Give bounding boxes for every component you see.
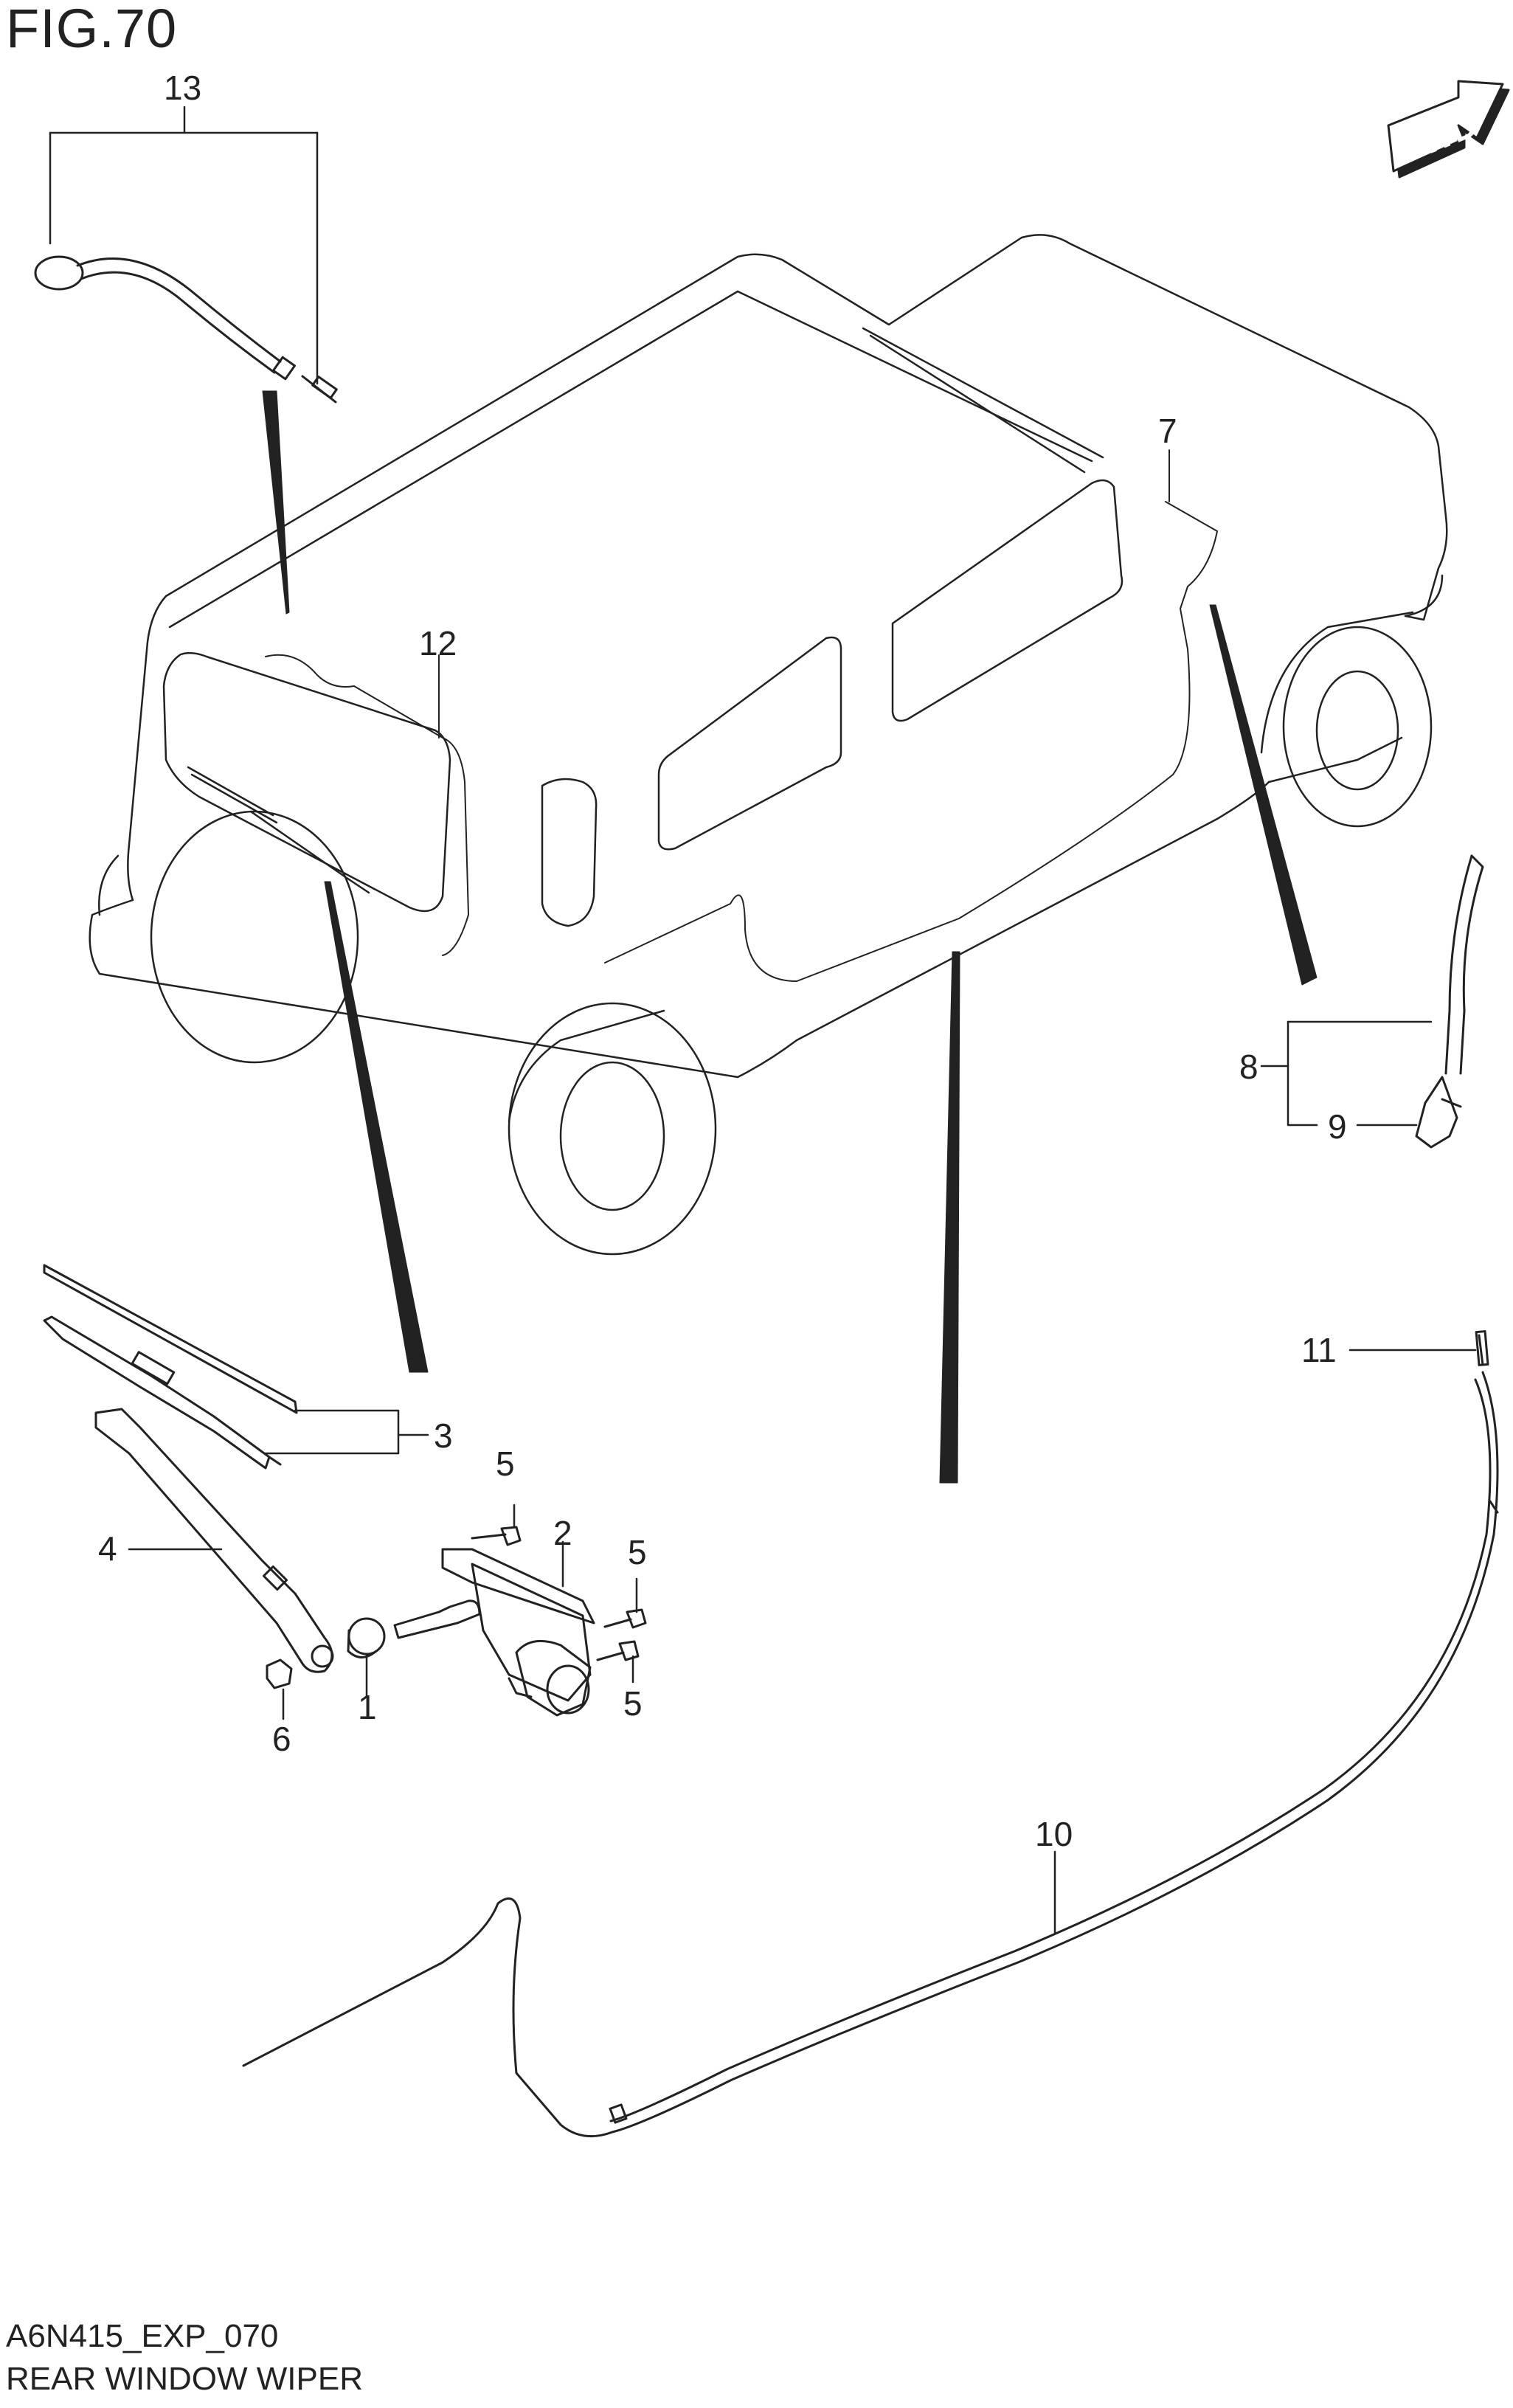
callout-3: 3	[434, 1416, 453, 1455]
cap-1	[347, 1617, 386, 1658]
callout-5-lower: 5	[623, 1684, 643, 1723]
pointer-wedges	[262, 390, 1318, 1484]
callout-2: 2	[553, 1514, 572, 1552]
callout-7: 7	[1158, 412, 1177, 450]
callout-5-right: 5	[628, 1533, 647, 1571]
callout-12: 12	[419, 624, 457, 662]
vehicle-outline	[89, 234, 1448, 1256]
callout-11: 11	[1301, 1331, 1337, 1369]
hose-joint-8-9	[1415, 854, 1484, 1149]
bolt-5-lower	[596, 1640, 640, 1661]
wiper-motor-2	[393, 1548, 595, 1717]
washer-hose-route	[265, 501, 1218, 982]
callout-leaders	[49, 105, 1477, 1934]
washer-hose-10-11	[242, 1330, 1499, 2138]
wiper-arm-4	[94, 1408, 334, 1673]
callout-10: 10	[1035, 1815, 1073, 1853]
callout-13: 13	[164, 69, 201, 107]
diagram-code: A6N415_EXP_070	[6, 2318, 279, 2354]
callout-4: 4	[98, 1529, 117, 1568]
washer-nozzle-hose-13	[34, 255, 338, 404]
forward-arrow-icon: FWD	[1387, 80, 1510, 179]
callout-5-upper: 5	[496, 1445, 515, 1483]
callout-9: 9	[1328, 1107, 1347, 1146]
figure-title: FIG.70	[6, 0, 178, 59]
bolt-5-right	[603, 1608, 647, 1629]
callout-6: 6	[272, 1720, 291, 1758]
diagram-name: REAR WINDOW WIPER	[6, 2361, 363, 2397]
wiper-blade-3	[43, 1264, 298, 1470]
rear-wiper-on-vehicle	[187, 766, 370, 894]
callout-1: 1	[358, 1688, 377, 1726]
nut-6	[266, 1658, 293, 1689]
bolt-5-upper	[471, 1526, 522, 1546]
callout-8: 8	[1239, 1048, 1258, 1086]
